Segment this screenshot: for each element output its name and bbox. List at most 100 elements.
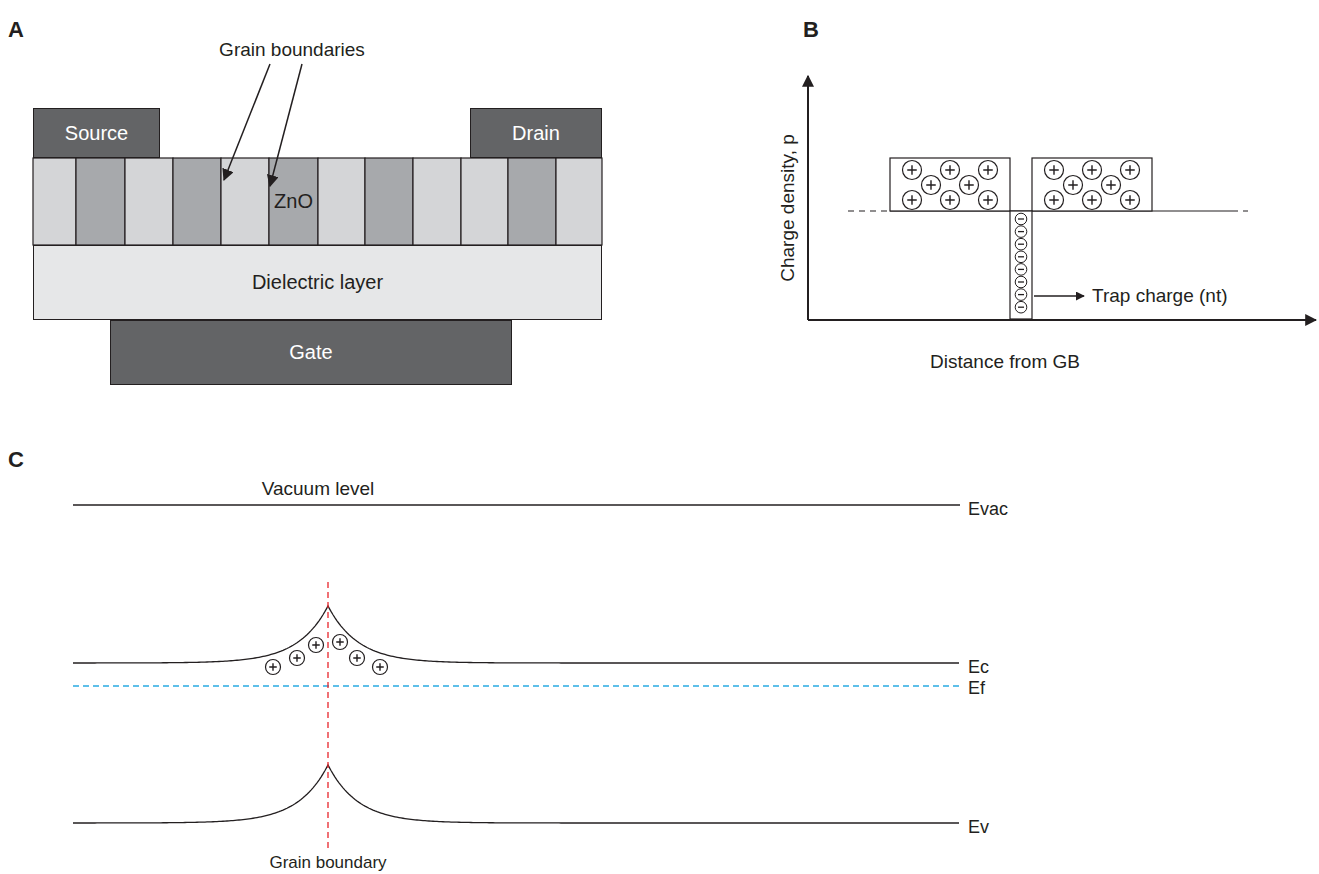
negative-charge: [1015, 226, 1027, 238]
grain-boundary-line: [327, 582, 328, 852]
leader-line: [224, 64, 270, 180]
positive-charge: [1083, 191, 1102, 210]
positive-charge: [333, 635, 348, 650]
baseline-dashed: [848, 210, 890, 211]
zno-grain: [125, 158, 173, 245]
negative-charge: [1015, 289, 1027, 301]
level-label: Vacuum level: [262, 479, 375, 500]
charge-circle: [941, 191, 960, 210]
level-label: Evac: [968, 500, 1008, 520]
charge-circle: [333, 635, 348, 650]
plus-sign: [1125, 165, 1135, 175]
zno-grain: [461, 158, 508, 245]
negative-charges: [1015, 213, 1027, 313]
plus-sign: [1087, 195, 1097, 205]
drain-electrode: Drain: [470, 108, 602, 158]
plus-sign: [336, 638, 344, 646]
negative-charge: [1015, 251, 1027, 263]
positive-charge: [979, 161, 998, 180]
positive-charge: [903, 191, 922, 210]
zno-grain: [413, 158, 461, 245]
level-label: Ev: [968, 818, 989, 838]
positive-charge: [350, 651, 365, 666]
charge-circle: [1121, 161, 1140, 180]
charge-circle: [1121, 191, 1140, 210]
dielectric-layer: Dielectric layer: [33, 245, 602, 320]
charge-circle: [979, 161, 998, 180]
plus-sign: [926, 180, 936, 190]
plus-sign: [945, 165, 955, 175]
leader-line: [270, 64, 302, 186]
panel-letter: C: [8, 448, 24, 472]
positive-charge-block: [890, 158, 1010, 211]
minus-sign: [1018, 256, 1024, 257]
negative-charge: [1015, 238, 1027, 250]
plus-sign: [353, 654, 361, 662]
node-label: Source: [65, 122, 128, 145]
charge-circle: [1015, 226, 1027, 238]
minus-sign: [1018, 269, 1024, 270]
charge-circle: [979, 191, 998, 210]
minus-sign: [1018, 307, 1024, 308]
x-axis: [808, 319, 1316, 321]
node-label: Gate: [289, 341, 332, 364]
callout-label: Grain boundaries: [219, 40, 365, 61]
gate-electrode: Gate: [110, 320, 512, 385]
minus-sign: [1018, 244, 1024, 245]
positive-charge: [290, 651, 305, 666]
charge-circle: [309, 638, 324, 653]
charge-circle: [290, 651, 305, 666]
zno-grains: [33, 158, 602, 245]
conduction-band: [73, 606, 959, 663]
y-axis: [807, 76, 809, 320]
minus-sign: [1018, 294, 1024, 295]
charge-circle: [1015, 238, 1027, 250]
charge-circle: [350, 651, 365, 666]
plus-sign: [293, 654, 301, 662]
minus-sign: [1018, 231, 1024, 232]
node-label: Drain: [512, 122, 560, 145]
plus-sign: [1106, 180, 1116, 190]
charge-circle: [1015, 264, 1027, 276]
charge-circle: [1045, 191, 1064, 210]
level-label: Ef: [968, 679, 985, 699]
charge-circle: [1015, 301, 1027, 313]
charge-circle: [903, 161, 922, 180]
zno-grain: [365, 158, 413, 245]
zno-grain: [173, 158, 221, 245]
node-label: ZnO: [274, 190, 313, 213]
plus-sign: [1049, 165, 1059, 175]
positive-charge: [979, 191, 998, 210]
leader-arrow: [1034, 295, 1084, 297]
positive-charges: [903, 161, 1140, 210]
negative-charge: [1015, 276, 1027, 288]
callout-label: Trap charge (nt): [1092, 286, 1228, 307]
positive-charge: [1064, 176, 1083, 195]
level-label: Ec: [968, 658, 989, 678]
charge-circle: [922, 176, 941, 195]
plus-sign: [1068, 180, 1078, 190]
plus-sign: [945, 195, 955, 205]
positive-charge: [1045, 161, 1064, 180]
charge-circle: [903, 191, 922, 210]
charge-circle: [1102, 176, 1121, 195]
plus-sign: [1087, 165, 1097, 175]
positive-charge: [309, 638, 324, 653]
charge-circle: [1015, 289, 1027, 301]
positive-charge: [903, 161, 922, 180]
charge-circle: [1015, 213, 1027, 225]
plus-sign: [907, 195, 917, 205]
positive-charge: [960, 176, 979, 195]
baseline-dashed: [1232, 210, 1248, 211]
minus-sign: [1018, 281, 1024, 282]
charge-circle: [1064, 176, 1083, 195]
negative-charge: [1015, 213, 1027, 225]
charge-circle: [1083, 191, 1102, 210]
grain-boundary-label: Grain boundary: [269, 854, 386, 873]
positive-charge: [1121, 161, 1140, 180]
positive-charge: [941, 161, 960, 180]
node-label: Dielectric layer: [252, 271, 383, 294]
plus-sign: [1049, 195, 1059, 205]
charge-circle: [373, 660, 388, 675]
